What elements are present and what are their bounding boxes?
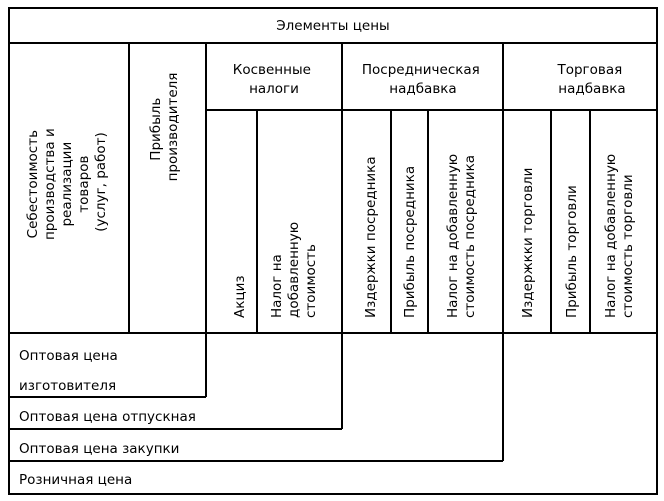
- group-trade-label: Торговая надбавка: [556, 62, 626, 97]
- table-grid: [8, 7, 658, 495]
- price-wholesale-release-label: Оптовая цена отпускная: [19, 409, 196, 425]
- sub-trade-costs-label: Издержкки торговли: [520, 168, 536, 318]
- group-cost-label: Себестоимость производства и реализации …: [25, 124, 109, 240]
- sub-intermediary-costs-label: Издержки посредника: [363, 156, 379, 318]
- price-manufacturer-label: Оптовая цена изготовителя: [19, 348, 122, 394]
- outer-frame: [8, 7, 658, 495]
- group-profit-label: Прибыль производителя: [148, 73, 181, 182]
- price-wholesale-purchase-label: Оптовая цена закупки: [19, 441, 179, 457]
- sub-vat-label: Налог на добавленную стоимость: [269, 218, 319, 318]
- price-retail-label: Розничная цена: [19, 472, 132, 488]
- sub-trade-profit-label: Прибыль торговли: [564, 185, 580, 318]
- sub-excise-label: Акциз: [232, 275, 248, 318]
- group-taxes-label: Косвенные налоги: [233, 62, 315, 97]
- sub-intermediary-profit-label: Прибыль посредника: [402, 166, 418, 318]
- sub-intermediary-vat-label: Налог на добавленную стоимость посредник…: [445, 150, 478, 318]
- table-title: Элементы цены: [276, 18, 389, 34]
- group-intermediary-label: Посредническая надбавка: [362, 62, 484, 97]
- sub-trade-vat-label: Налог на добавленную стоимость торговли: [603, 150, 636, 318]
